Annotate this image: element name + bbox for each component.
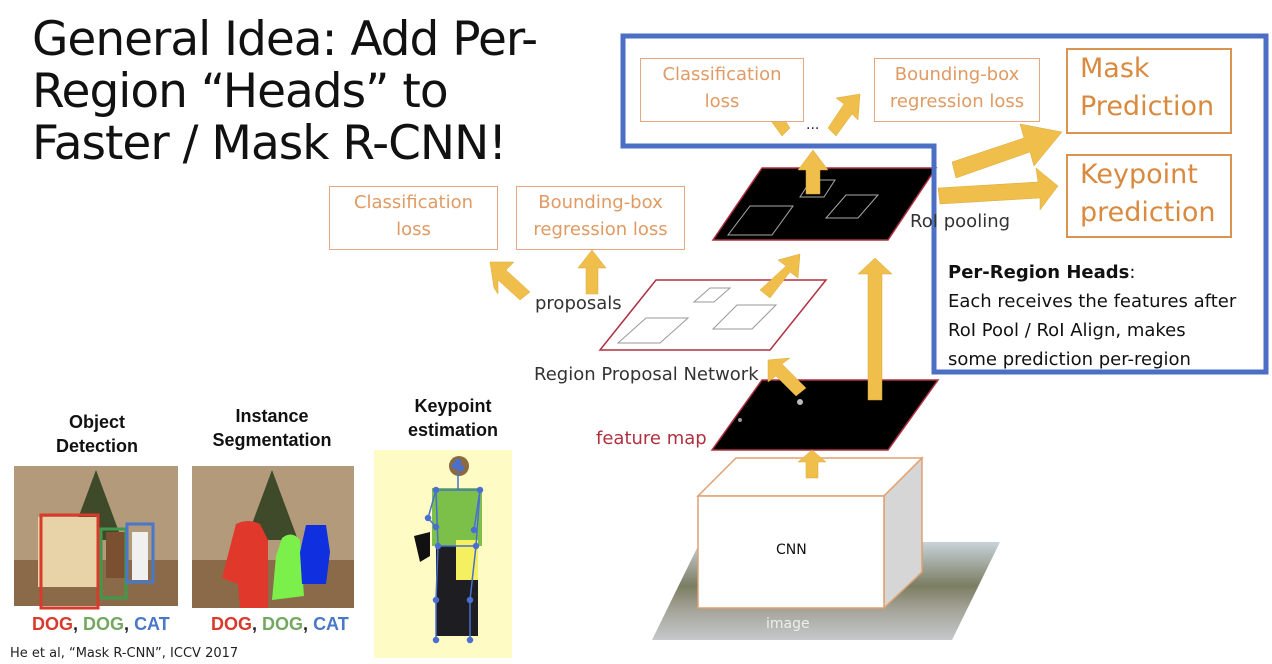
top-classification-loss-box: Classification loss [640, 58, 804, 122]
object-detection-image [14, 466, 178, 610]
tag-cat-blue: CAT [134, 614, 170, 634]
feature-map-label: feature map [596, 428, 707, 449]
box-line: Bounding-box [894, 64, 1020, 85]
top-bbox-loss-box: Bounding-box regression loss [874, 58, 1040, 122]
arrow-proposals-to-bbox [577, 249, 607, 295]
object-detection-title: Object Detection [22, 410, 172, 458]
box-line: regression loss [889, 91, 1025, 112]
cnn-block [696, 456, 924, 610]
note-line: some prediction per-region [948, 349, 1191, 370]
arrow-cnn-to-feature [797, 449, 827, 479]
tag-cat-blue: CAT [313, 614, 349, 634]
box-line: loss [704, 91, 740, 112]
cnn-label: CNN [776, 542, 807, 558]
tag-dog-green: DOG [262, 614, 304, 634]
roi-feature-plane [711, 167, 938, 241]
detection-tags: DOG, DOG, CAT [32, 614, 170, 634]
arrow-proposals-to-cls [489, 261, 531, 301]
box-line: Prediction [1080, 91, 1215, 122]
arrow-roi-to-top [797, 149, 829, 195]
segmentation-tags: DOG, DOG, CAT [211, 614, 349, 634]
box-line: Bounding-box [538, 192, 663, 213]
keypoint-prediction-box: Keypoint prediction [1066, 154, 1232, 238]
note-heading: Per-Region Heads [948, 262, 1130, 283]
proposals-label: proposals [535, 293, 622, 314]
box-line: Keypoint [1080, 159, 1198, 190]
box-line: prediction [1080, 197, 1216, 228]
title-line-2: Region “Heads” to [32, 64, 449, 119]
title-line: estimation [407, 420, 499, 440]
note-colon: : [1129, 262, 1136, 283]
box-line: Classification [662, 64, 782, 85]
tag-dog-red: DOG [32, 614, 74, 634]
rpn-classification-loss-box: Classification loss [329, 186, 498, 250]
note-line: Each receives the features after [948, 291, 1237, 312]
title-line: Object [68, 412, 125, 432]
per-region-heads-highlight [620, 33, 1269, 375]
box-line: regression loss [533, 219, 668, 240]
citation: He et al, “Mask R-CNN”, ICCV 2017 [10, 646, 239, 661]
slide-title: General Idea: Add Per- Region “Heads” to… [32, 12, 538, 171]
keypoint-estimation-title: Keypoint estimation [378, 394, 528, 442]
arrow-feature-to-roi [857, 257, 893, 401]
title-line: Detection [55, 436, 138, 456]
roi-pooling-label: RoI pooling [910, 211, 1011, 232]
title-line-3: Faster / Mask R-CNN! [32, 116, 507, 171]
tag-dog-green: DOG [83, 614, 125, 634]
proposals-plane [598, 279, 828, 351]
box-line: Classification [353, 192, 474, 213]
feature-map-plane [710, 379, 940, 451]
rpn-bbox-loss-box: Bounding-box regression loss [516, 186, 685, 250]
per-region-heads-note: Per-Region Heads: Each receives the feat… [948, 258, 1236, 374]
arrow-proposals-to-roi [759, 253, 801, 299]
mask-prediction-box: Mask Prediction [1066, 48, 1232, 134]
rpn-label: Region Proposal Network [534, 364, 759, 385]
title-line: Segmentation [212, 430, 332, 450]
arrow-to-mask [951, 123, 1063, 179]
image-label: image [766, 616, 810, 632]
title-line-1: General Idea: Add Per- [32, 12, 538, 67]
flow-arrows [489, 93, 1063, 479]
arrow-feature-to-rpn [767, 357, 807, 397]
note-line: RoI Pool / RoI Align, makes [948, 320, 1186, 341]
keypoint-estimation-image [374, 450, 512, 658]
ellipsis: ... [806, 117, 820, 133]
box-line: loss [396, 219, 431, 240]
tag-dog-red: DOG [211, 614, 253, 634]
arrow-to-keypoint [937, 167, 1059, 211]
box-line: Mask [1080, 53, 1150, 84]
instance-segmentation-title: Instance Segmentation [190, 404, 354, 452]
title-line: Instance [235, 406, 309, 426]
title-line: Keypoint [414, 396, 492, 416]
instance-segmentation-image [192, 466, 354, 608]
arrow-top-bbox [827, 93, 861, 137]
